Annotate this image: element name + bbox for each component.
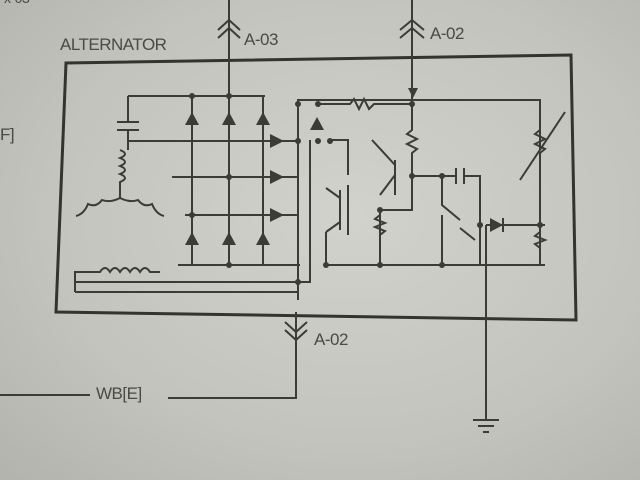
alternator-housing (54, 53, 578, 322)
rectifier-columns (178, 96, 300, 266)
connector-a02-bottom-label: A-02 (314, 330, 348, 349)
connector-a02-top-icon (399, 18, 425, 39)
resistor-top-icon (318, 96, 412, 112)
alternator-title: ALTERNATOR (60, 35, 167, 54)
regulator-bus (297, 99, 541, 150)
left-partial-label: F] (0, 125, 15, 144)
connector-a02-bottom-icon (284, 321, 308, 342)
zener-triangle-icon (490, 218, 503, 232)
stator-coil-icon (75, 130, 165, 217)
junction-dots (189, 93, 543, 285)
connector-a03-label: A-03 (244, 30, 278, 49)
top-left-partial-label: x-03 (4, 0, 30, 6)
resistor-vertical-icon (380, 100, 420, 211)
connector-a03-icon (217, 18, 241, 39)
wb-e-wire-label: WB[E] (96, 384, 142, 403)
ground-icon (473, 419, 499, 433)
connector-a02-top-label: A-02 (430, 24, 464, 43)
transistor-3-icon (441, 176, 476, 265)
transistor-2-icon (371, 139, 396, 265)
transistor-1-icon (325, 139, 545, 266)
thermistor-icon (519, 111, 566, 265)
wire-a02-bottom (168, 312, 297, 399)
capacitor-icon (117, 96, 139, 150)
capacitor-2-icon (412, 168, 481, 265)
field-coil-icon (74, 140, 311, 293)
stator-phase-wires (128, 100, 299, 300)
